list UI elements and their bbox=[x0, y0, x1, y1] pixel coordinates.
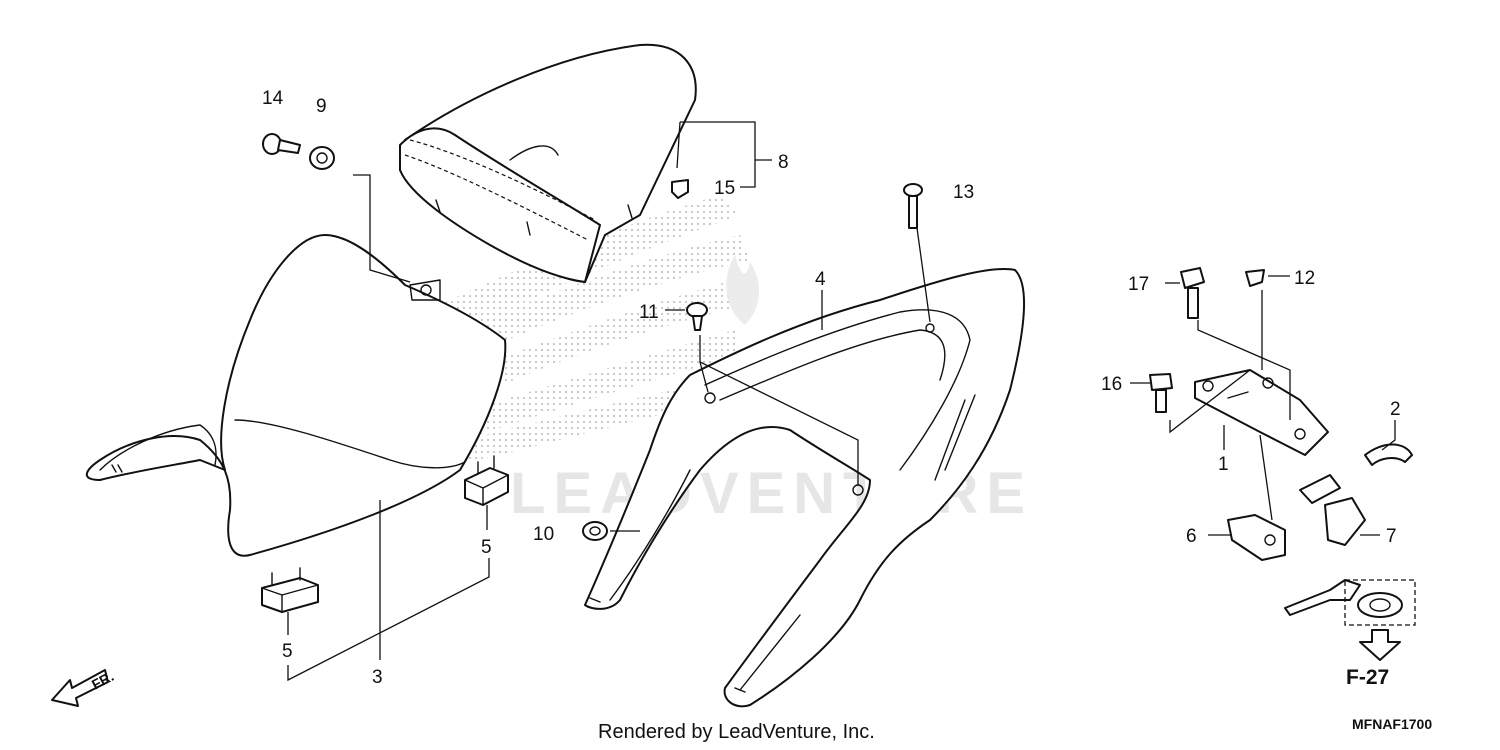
seat-cushion-upper bbox=[464, 455, 509, 506]
callout-15: 15 bbox=[714, 178, 735, 199]
front-arrow: FR. bbox=[51, 668, 116, 707]
diagram-code: MFNAF1700 bbox=[1352, 716, 1432, 732]
callout-7: 7 bbox=[1386, 526, 1397, 547]
callout-3: 3 bbox=[372, 667, 383, 688]
bolt-12 bbox=[1245, 269, 1265, 287]
clip-2 bbox=[1364, 443, 1413, 466]
reference-box bbox=[1344, 579, 1416, 661]
bolt-16 bbox=[1149, 373, 1173, 413]
page-reference[interactable]: F-27 bbox=[1346, 666, 1389, 689]
main-seat bbox=[85, 234, 507, 557]
callout-5-lower: 5 bbox=[282, 641, 293, 662]
seat-latch bbox=[1227, 514, 1286, 561]
callout-16: 16 bbox=[1101, 374, 1122, 395]
leader-lines bbox=[287, 121, 1396, 682]
callouts: 14 9 8 15 13 4 11 10 5 5 3 17 12 16 2 1 … bbox=[262, 88, 1401, 688]
callout-12: 12 bbox=[1294, 268, 1315, 289]
grommet-9 bbox=[309, 146, 335, 170]
callout-2: 2 bbox=[1390, 399, 1401, 420]
screw-11 bbox=[686, 302, 708, 331]
grommet-10 bbox=[582, 521, 608, 541]
callout-11: 11 bbox=[639, 302, 659, 323]
seat-cushion-lower bbox=[261, 567, 319, 613]
pillion-seat bbox=[399, 43, 697, 283]
callout-10: 10 bbox=[533, 524, 554, 545]
screw-13 bbox=[903, 183, 923, 229]
callout-5-upper: 5 bbox=[481, 537, 492, 558]
callout-13: 13 bbox=[953, 182, 974, 203]
bolt-17 bbox=[1180, 267, 1205, 319]
footer-credit: Rendered by LeadVenture, Inc. bbox=[598, 721, 875, 743]
callout-6: 6 bbox=[1186, 526, 1197, 547]
callout-1: 1 bbox=[1218, 454, 1229, 475]
callout-8: 8 bbox=[778, 152, 789, 173]
clip-15 bbox=[671, 179, 689, 199]
callout-9: 9 bbox=[316, 96, 327, 117]
callout-17: 17 bbox=[1128, 274, 1149, 295]
callout-14: 14 bbox=[262, 88, 284, 109]
bolt-14 bbox=[262, 133, 301, 155]
seat-lock bbox=[1284, 474, 1366, 616]
callout-4: 4 bbox=[815, 269, 826, 290]
seat-cowl bbox=[584, 268, 1026, 708]
